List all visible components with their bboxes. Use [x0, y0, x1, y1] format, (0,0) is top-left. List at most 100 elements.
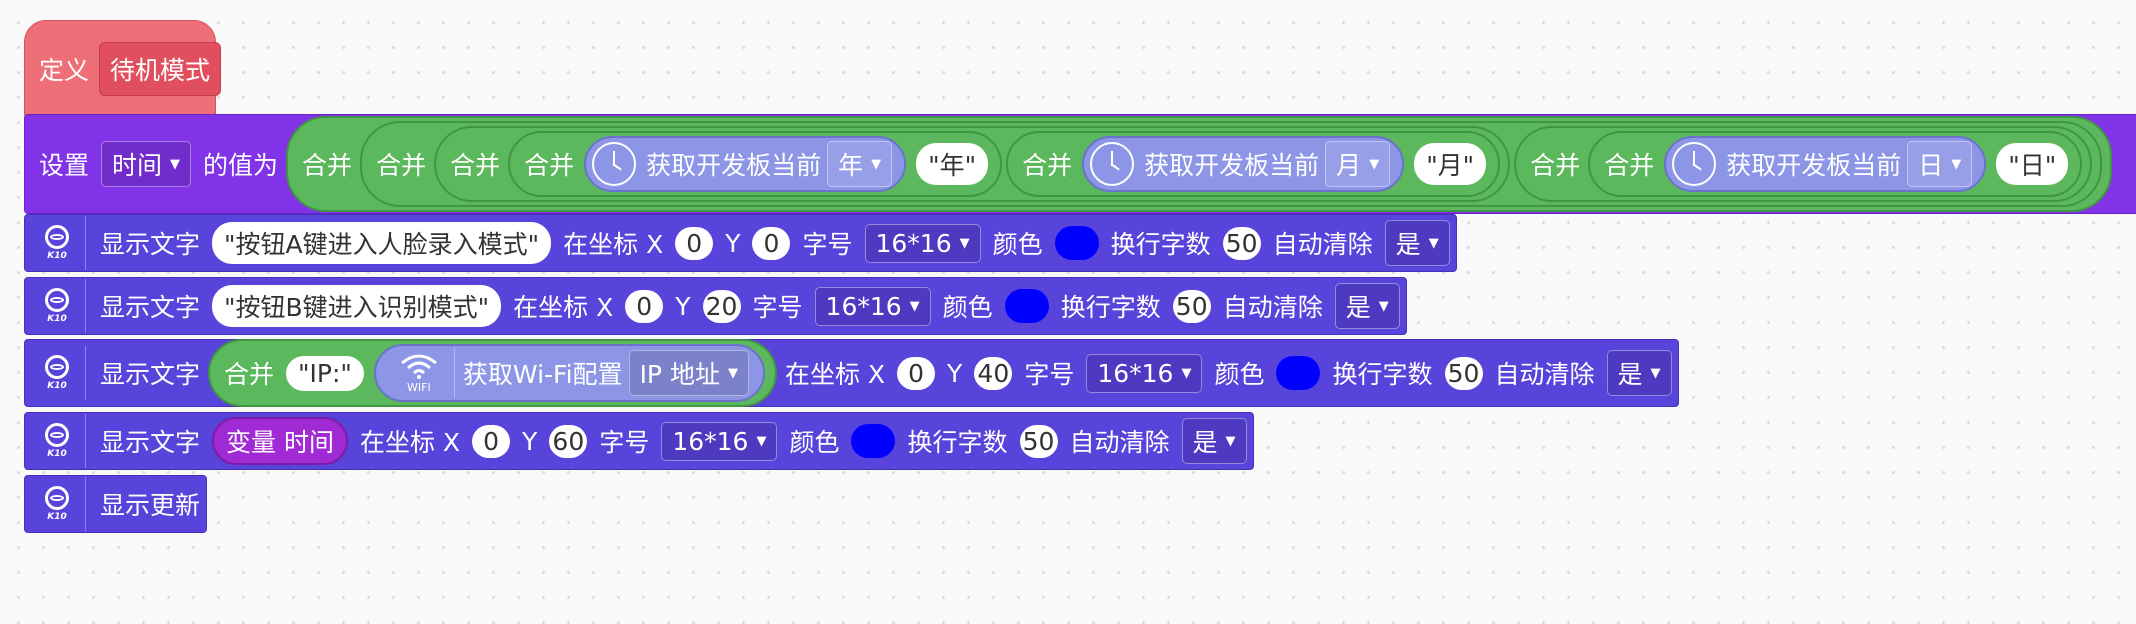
display-text-label: 显示文字 [100, 428, 201, 457]
color-picker[interactable] [1276, 356, 1321, 390]
wrap-input[interactable]: 50 [1172, 289, 1211, 323]
join-block-day[interactable]: 合并 获取开发板当前 日 ▼ "日" [1588, 131, 2083, 197]
variable-dropdown[interactable]: 时间 ▼ [101, 141, 192, 187]
wifi-config-reporter[interactable]: WIFI 获取Wi-Fi配置 IP 地址 ▼ [373, 344, 765, 402]
string-literal-month[interactable]: "月" [1414, 143, 1487, 185]
display-text-input[interactable]: "按钮B键进入识别模式" [212, 285, 502, 327]
y-label: Y [522, 426, 538, 456]
join-label: 合并 [224, 360, 275, 389]
clock-icon [592, 142, 637, 186]
join-label: 合并 [1530, 151, 1581, 180]
clock-icon [1090, 142, 1135, 186]
wrap-input[interactable]: 50 [1222, 226, 1261, 260]
wrap-input[interactable]: 50 [1444, 356, 1483, 390]
dropdown-arrow-icon: ▼ [1378, 298, 1389, 314]
color-picker[interactable] [1054, 226, 1099, 260]
y-label: Y [675, 291, 691, 321]
color-label: 颜色 [992, 230, 1043, 259]
time-unit-value: 年 [838, 151, 864, 180]
y-input[interactable]: 20 [702, 289, 741, 323]
display-update-block[interactable]: K10 显示更新 [24, 475, 208, 533]
autoclear-label: 自动清除 [1069, 428, 1170, 457]
font-size-value: 16*16 [875, 228, 952, 258]
y-input[interactable]: 40 [974, 356, 1013, 390]
wifi-option-value: IP 地址 [639, 360, 720, 389]
font-size-dropdown[interactable]: 16*16 ▼ [1086, 353, 1203, 393]
join-block-outer[interactable]: 合并 合并 合并 合并 获取开发板当前 年 ▼ [286, 116, 2113, 212]
value-label: 的值为 [203, 151, 279, 180]
wrap-label: 换行字数 [1060, 293, 1161, 322]
x-input[interactable]: 0 [625, 289, 664, 323]
board-time-label: 获取开发板当前 [1726, 151, 1902, 180]
x-input[interactable]: 0 [675, 226, 714, 260]
autoclear-dropdown[interactable]: 是 ▼ [1606, 350, 1672, 396]
autoclear-dropdown[interactable]: 是 ▼ [1384, 220, 1450, 266]
display-text-label: 显示文字 [100, 293, 201, 322]
join-block-2[interactable]: 合并 合并 合并 获取开发板当前 年 ▼ "年" [360, 121, 2103, 207]
wifi-option-dropdown[interactable]: IP 地址 ▼ [628, 350, 749, 396]
board-time-day-reporter[interactable]: 获取开发板当前 日 ▼ [1664, 136, 1987, 192]
board-time-month-reporter[interactable]: 获取开发板当前 月 ▼ [1082, 136, 1405, 192]
string-literal-ip[interactable]: "IP:" [286, 355, 364, 391]
font-size-dropdown[interactable]: 16*16 ▼ [864, 223, 981, 263]
join-block-3[interactable]: 合并 合并 获取开发板当前 年 ▼ "年" [434, 126, 1511, 202]
font-label: 字号 [802, 230, 853, 259]
wrap-label: 换行字数 [1110, 230, 1211, 259]
join-block-year[interactable]: 合并 获取开发板当前 年 ▼ "年" [508, 131, 1003, 197]
clock-icon [1672, 142, 1717, 186]
font-size-dropdown[interactable]: 16*16 ▼ [661, 421, 778, 461]
string-literal-day[interactable]: "日" [1996, 143, 2069, 185]
wrap-label: 换行字数 [907, 428, 1008, 457]
autoclear-value: 是 [1395, 230, 1421, 259]
autoclear-dropdown[interactable]: 是 ▼ [1334, 283, 1400, 329]
join-block-day-outer[interactable]: 合并 合并 获取开发板当前 日 ▼ "日" [1514, 126, 2093, 202]
board-time-year-reporter[interactable]: 获取开发板当前 年 ▼ [584, 136, 907, 192]
time-unit-dropdown[interactable]: 年 ▼ [827, 141, 893, 187]
autoclear-dropdown[interactable]: 是 ▼ [1181, 418, 1247, 464]
color-label: 颜色 [789, 428, 840, 457]
time-unit-dropdown[interactable]: 月 ▼ [1325, 141, 1391, 187]
color-label: 颜色 [1214, 360, 1265, 389]
k10-icon: K10 [29, 216, 86, 270]
variable-reporter[interactable]: 变量 时间 [212, 417, 348, 465]
autoclear-label: 自动清除 [1272, 230, 1373, 259]
autoclear-value: 是 [1345, 293, 1371, 322]
wifi-icon: WIFI [384, 348, 455, 398]
time-unit-dropdown[interactable]: 日 ▼ [1907, 141, 1973, 187]
string-literal-year[interactable]: "年" [916, 143, 989, 185]
x-label: 在坐标 X [359, 428, 461, 457]
dropdown-arrow-icon: ▼ [1181, 365, 1192, 381]
dropdown-arrow-icon: ▼ [871, 156, 882, 172]
display-text-block[interactable]: K10 显示文字 变量 时间 在坐标 X 0 Y 60 字号 16*16 ▼ 颜… [24, 412, 1254, 470]
k10-icon: K10 [29, 346, 86, 400]
dropdown-arrow-icon: ▼ [170, 156, 181, 172]
join-label: 合并 [524, 151, 575, 180]
join-block-ip[interactable]: 合并 "IP:" WIFI 获取Wi-Fi配置 IP 地址 ▼ [208, 339, 777, 407]
y-input[interactable]: 0 [752, 226, 791, 260]
y-label: Y [947, 358, 963, 388]
display-text-input[interactable]: "按钮A键进入人脸录入模式" [212, 222, 552, 264]
autoclear-label: 自动清除 [1494, 360, 1595, 389]
display-text-block[interactable]: K10 显示文字 "按钮B键进入识别模式" 在坐标 X 0 Y 20 字号 16… [24, 277, 1407, 335]
dropdown-arrow-icon: ▼ [1225, 433, 1236, 449]
k10-icon: K10 [29, 414, 86, 468]
display-text-block[interactable]: K10 显示文字 合并 "IP:" WIFI 获取Wi-Fi配置 IP 地址 [24, 339, 1679, 407]
define-block[interactable]: 定义 待机模式 [24, 20, 222, 118]
x-input[interactable]: 0 [897, 356, 936, 390]
define-name[interactable]: 待机模式 [99, 42, 222, 96]
autoclear-value: 是 [1192, 428, 1218, 457]
join-block-month[interactable]: 合并 获取开发板当前 月 ▼ "月" [1006, 131, 1501, 197]
wrap-input[interactable]: 50 [1019, 424, 1058, 458]
font-size-dropdown[interactable]: 16*16 ▼ [814, 286, 931, 326]
variable-dropdown-value: 时间 [112, 151, 163, 180]
x-input[interactable]: 0 [472, 424, 511, 458]
dropdown-arrow-icon: ▼ [1428, 235, 1439, 251]
set-variable-block[interactable]: 设置 时间 ▼ 的值为 合并 合并 合并 合并 获取开发板当前 [24, 114, 2136, 214]
display-text-block[interactable]: K10 显示文字 "按钮A键进入人脸录入模式" 在坐标 X 0 Y 0 字号 1… [24, 214, 1457, 272]
y-input[interactable]: 60 [549, 424, 588, 458]
color-picker[interactable] [851, 424, 896, 458]
color-picker[interactable] [1004, 289, 1049, 323]
wrap-label: 换行字数 [1332, 360, 1433, 389]
dropdown-arrow-icon: ▼ [909, 298, 920, 314]
